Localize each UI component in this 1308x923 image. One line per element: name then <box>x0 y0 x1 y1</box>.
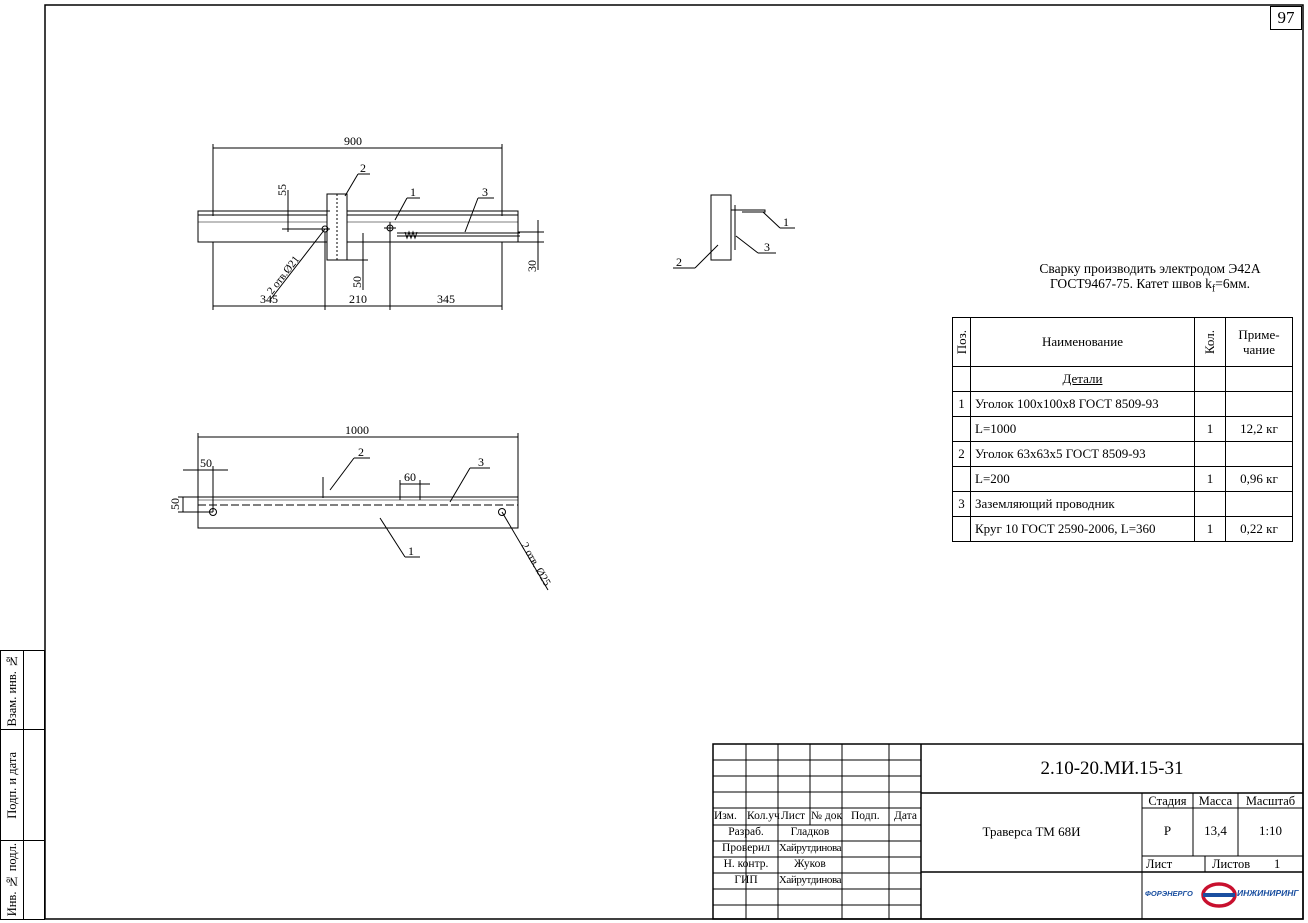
role-developer: Разраб. <box>728 826 764 838</box>
front-view-labels: 1000 50 50 60 2 3 1 2 отв. Ø25 <box>168 423 553 589</box>
spec-row: 3 Заземляющий проводник <box>952 491 1293 517</box>
holes-label-top: 2 отв.Ø21 <box>265 254 302 297</box>
sheet-frame <box>44 4 1304 920</box>
top-view-labels: 900 345 210 345 55 50 30 2 отв.Ø21 2 1 3 <box>260 134 539 306</box>
sheet-label: Лист <box>1146 857 1173 871</box>
spec-row: 1 Уголок 100х100х8 ГОСТ 8509-93 <box>952 391 1293 417</box>
callout-2-side: 2 <box>676 255 682 269</box>
callout-2-front: 2 <box>358 445 364 459</box>
page-number: 97 <box>1270 6 1302 30</box>
item-name: Траверса ТМ 68И <box>982 824 1081 839</box>
callout-3-top: 3 <box>482 185 488 199</box>
doc-code: 2.10-20.МИ.15-31 <box>1040 758 1184 779</box>
logo-emblem <box>1201 882 1237 908</box>
dim-50-vertical: 50 <box>168 498 182 510</box>
dim-345-left: 345 <box>260 292 278 306</box>
scale-label: Масштаб <box>1245 794 1296 808</box>
stamp-inv-swap-value <box>23 650 45 730</box>
dim-50-horizontal: 50 <box>200 456 212 470</box>
col-header-date: Дата <box>894 810 917 822</box>
stamp-inv-orig: Инв. № подл. <box>0 840 24 920</box>
callout-1-side: 1 <box>783 215 789 229</box>
col-header-kolvo: Кол.уч <box>747 810 780 822</box>
spec-row: Детали <box>952 366 1293 392</box>
welding-note-line2: ГОСТ9467-75. Катет швов kf=6мм. <box>1049 276 1251 295</box>
mass-value: 13,4 <box>1204 823 1227 838</box>
spec-row: Круг 10 ГОСТ 2590-2006, L=360 1 0,22 кг <box>952 516 1293 542</box>
spec-header-name: Наименование <box>970 317 1195 367</box>
side-view-labels: 1 3 2 <box>676 215 789 269</box>
dim-345-right: 345 <box>437 292 455 306</box>
name-norm-control: Жуков <box>794 858 826 870</box>
logo-right-text: ИНЖИНИРИНГ <box>1237 888 1299 898</box>
col-header-list: Лист <box>781 810 806 822</box>
spec-header-pos: Поз. <box>952 317 971 367</box>
dim-55: 55 <box>275 184 289 196</box>
dim-900: 900 <box>344 134 362 148</box>
stamp-inv-orig-value <box>23 840 45 920</box>
spec-header-qty: Кол. <box>1194 317 1226 367</box>
role-norm-control: Н. контр. <box>723 858 769 870</box>
dim-1000: 1000 <box>345 423 369 437</box>
callout-3-front: 3 <box>478 455 484 469</box>
welding-note: Сварку производить электродом Э42А ГОСТ9… <box>1015 261 1285 297</box>
company-logo: ФОРЭНЕРГО ИНЖИНИРИНГ <box>1145 880 1301 910</box>
spec-header-row: Поз. Наименование Кол. Приме- чание <box>952 317 1293 367</box>
sheets-value: 1 <box>1274 857 1281 871</box>
callout-1-top: 1 <box>410 185 416 199</box>
dim-50: 50 <box>350 276 364 288</box>
callout-3-side: 3 <box>764 240 770 254</box>
col-header-sign: Подп. <box>851 810 880 822</box>
holes-label-front: 2 отв. Ø25 <box>518 541 553 589</box>
welding-note-line1: Сварку производить электродом Э42А <box>1039 261 1261 276</box>
stamp-inv-swap: Взам. инв. № <box>0 650 24 730</box>
name-gip: Хайрутдинова <box>778 874 842 886</box>
name-developer: Гладков <box>790 826 830 838</box>
stage-value: Р <box>1163 823 1172 838</box>
spec-row: 2 Уголок 63х63х5 ГОСТ 8509-93 <box>952 441 1293 467</box>
stage-label: Стадия <box>1148 794 1187 808</box>
col-header-doc: № док <box>811 810 843 822</box>
sheets-label: Листов <box>1212 857 1251 871</box>
stamp-sign-date-value <box>23 729 45 841</box>
role-checker: Проверил <box>722 842 770 854</box>
logo-left-text: ФОРЭНЕРГО <box>1145 889 1193 898</box>
spec-row: L=1000 1 12,2 кг <box>952 416 1293 442</box>
scale-value: 1:10 <box>1258 823 1283 838</box>
top-view-drawing <box>197 144 544 310</box>
callout-1-front: 1 <box>408 544 414 558</box>
side-view-drawing <box>673 194 795 269</box>
specification-table: Поз. Наименование Кол. Приме- чание Дета… <box>952 317 1293 542</box>
name-checker: Хайрутдинова <box>778 842 842 854</box>
callout-2-top: 2 <box>360 161 366 175</box>
spec-header-note: Приме- чание <box>1225 317 1293 367</box>
stamp-sign-date: Подп. и дата <box>0 729 24 841</box>
title-block-grid <box>712 743 1304 920</box>
left-stamp: Взам. инв. № Подп. и дата Инв. № подл. <box>0 650 46 922</box>
col-header-izm: Изм. <box>714 810 737 822</box>
dim-210: 210 <box>349 292 367 306</box>
front-view-drawing <box>178 433 549 591</box>
spec-row: L=200 1 0,96 кг <box>952 466 1293 492</box>
dim-30: 30 <box>525 260 539 272</box>
role-gip: ГИП <box>734 874 758 886</box>
dim-60: 60 <box>404 470 416 484</box>
mass-label: Масса <box>1198 794 1233 808</box>
